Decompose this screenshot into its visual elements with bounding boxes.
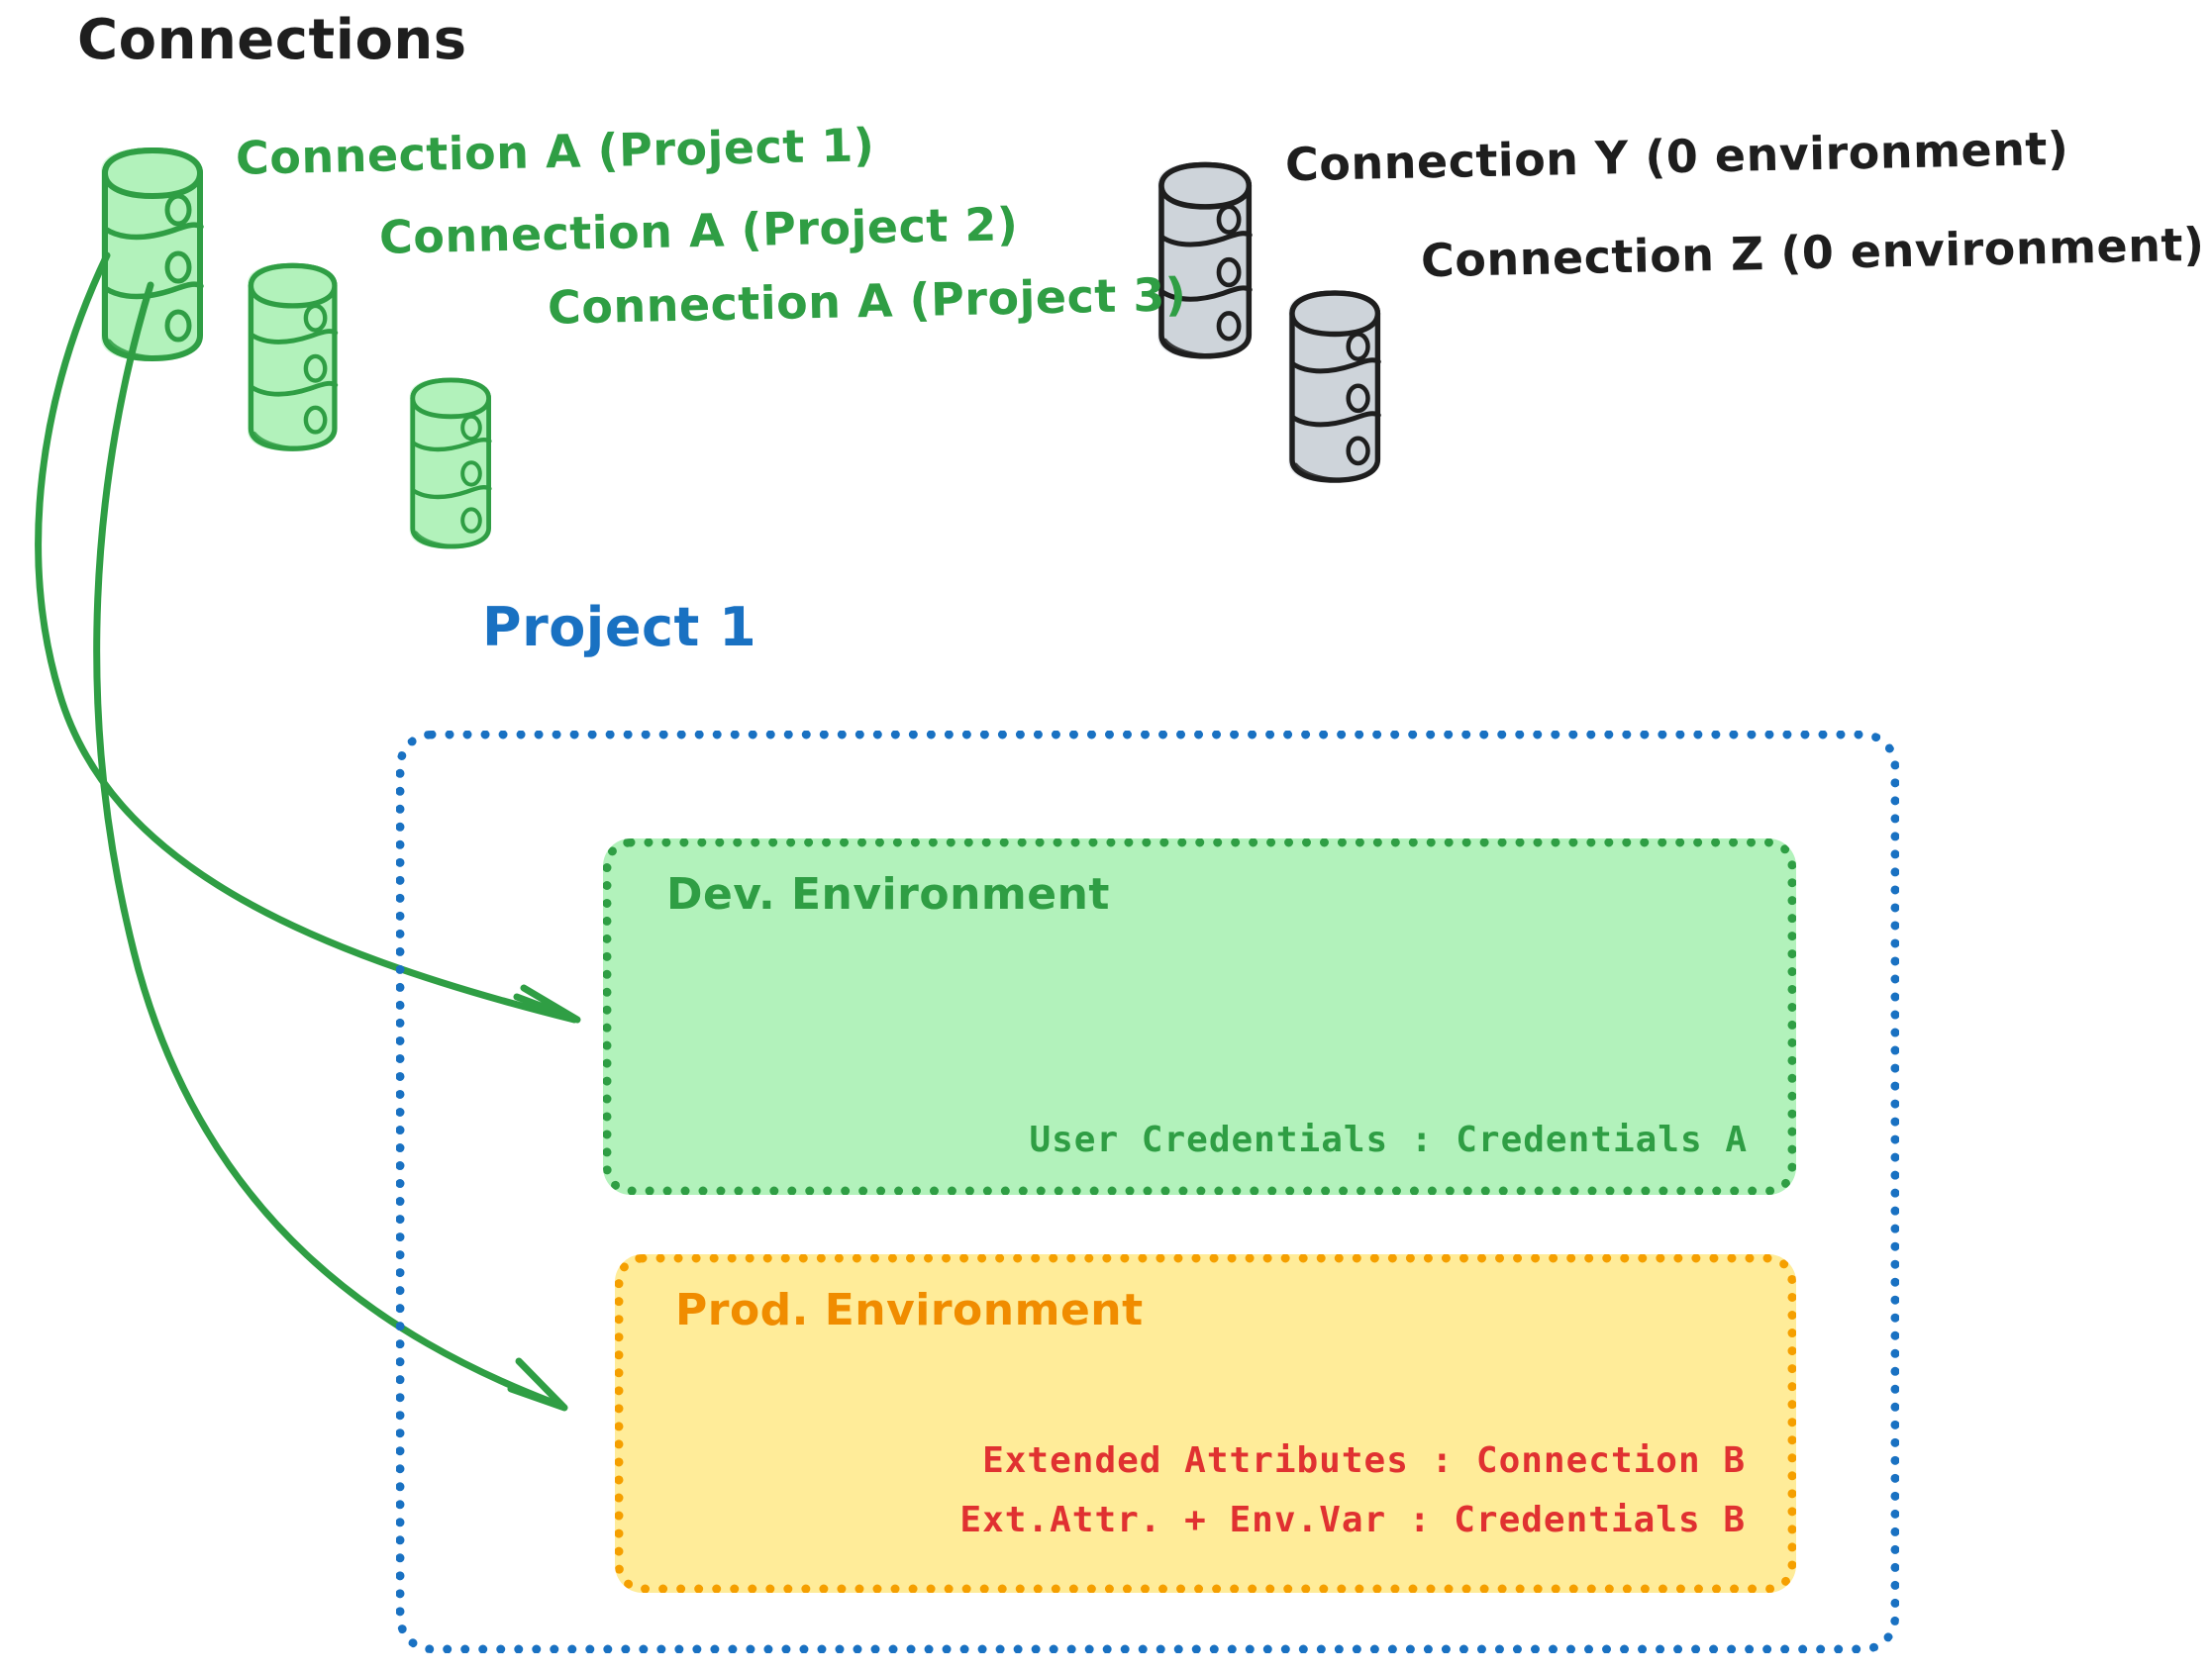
dev-environment-credentials-line: User Credentials : Credentials A [1029,1120,1748,1160]
prod-environment-line-ext-attr-env-var: Ext.Attr. + Env.Var : Credentials B [959,1500,1746,1540]
prod-environment-box: Prod. Environment Extended Attributes : … [615,1254,1796,1593]
dev-environment-title: Dev. Environment [666,869,1110,920]
connection-label-a-project-3: Connection A (Project 3) [547,267,1187,335]
project-1-container: Dev. Environment User Credentials : Cred… [396,731,1899,1653]
page-title: Connections [77,8,467,72]
dev-environment-box: Dev. Environment User Credentials : Cred… [603,838,1796,1195]
prod-environment-title: Prod. Environment [675,1285,1144,1335]
prod-environment-line-extended-attributes: Extended Attributes : Connection B [982,1440,1746,1481]
project-title: Project 1 [482,596,757,658]
connection-label-a-project-1: Connection A (Project 1) [235,118,875,185]
connection-label-z: Connection Z (0 environment) [1420,217,2205,288]
database-cylinder-icon-connection-a-project-2[interactable] [248,263,336,451]
connection-label-y: Connection Y (0 environment) [1284,121,2069,192]
connection-label-a-project-2: Connection A (Project 2) [378,197,1019,264]
database-cylinder-icon-connection-y[interactable] [1157,162,1250,359]
database-cylinder-icon-connection-a-project-3[interactable] [410,378,490,549]
database-cylinder-icon-connection-a-project-1[interactable] [101,148,201,361]
database-cylinder-icon-connection-z[interactable] [1288,290,1378,482]
